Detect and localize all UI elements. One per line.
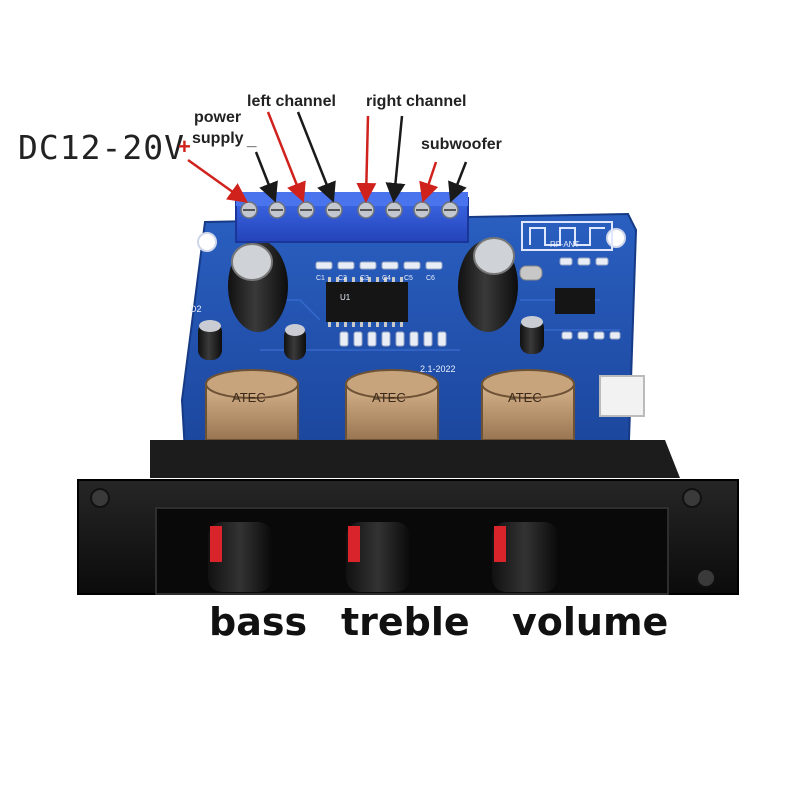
crystal (519, 265, 543, 281)
knob-brand: ATEC (372, 390, 406, 405)
treble-label: treble (341, 600, 470, 644)
diode-label: D2 (190, 304, 202, 314)
screw-hole-icon (90, 488, 110, 508)
cap-label-c4: C4 (382, 275, 391, 282)
cap-label-c3: C3 (360, 275, 369, 282)
callout-arrows (187, 111, 468, 203)
right-channel-label: right channel (366, 93, 467, 110)
knob-volume[interactable] (492, 522, 558, 592)
screw-hole-icon (682, 488, 702, 508)
capacitor-right (458, 237, 518, 332)
supply-label: supply (192, 130, 244, 147)
knob-brand: ATEC (232, 390, 266, 405)
cap-label-c1: C1 (316, 275, 325, 282)
bluetooth-ic (555, 288, 595, 314)
cap-label-c5: C5 (404, 275, 413, 282)
bass-label: bass (209, 600, 308, 644)
potentiometer-treble: ATEC (345, 369, 439, 441)
arrow-sub-minus (448, 161, 468, 203)
capacitor-left (228, 240, 288, 332)
power-label: power (194, 109, 242, 126)
arrow-left-plus (266, 111, 306, 203)
knob-brand: ATEC (508, 390, 542, 405)
amplifier-ic (326, 282, 408, 322)
screw-hole-icon (696, 568, 716, 588)
antenna-trace (521, 221, 613, 251)
left-channel-label: left channel (247, 93, 336, 110)
arrow-dc-minus (254, 151, 278, 203)
antenna-label: RF-ANT (550, 240, 579, 249)
plus-sign: + (178, 134, 191, 159)
arrow-right-plus (356, 115, 377, 203)
arrow-sub-plus (419, 161, 439, 203)
potentiometer-volume: ATEC (481, 369, 575, 441)
capacitor-small (198, 316, 544, 360)
voltage-label: DC12-20V (18, 128, 185, 167)
mount-hole-icon (197, 232, 217, 252)
volume-label: volume (512, 600, 669, 644)
knob-bass[interactable] (208, 522, 272, 592)
subwoofer-label: subwoofer (421, 136, 502, 153)
arrow-left-minus (296, 111, 336, 203)
ic-label: U1 (340, 293, 351, 302)
knob-treble[interactable] (346, 522, 410, 592)
model-text: 2.1-2022 (420, 364, 456, 374)
minus-sign: _ (247, 130, 257, 149)
potentiometer-bass: ATEC (205, 369, 299, 441)
arrow-dc-plus (187, 158, 249, 203)
mount-hole-icon (606, 228, 626, 248)
cap-label-c2: C2 (338, 275, 347, 282)
side-connector (599, 375, 645, 417)
screw-terminal-block (235, 192, 469, 243)
cap-label-c6: C6 (426, 275, 435, 282)
arrow-right-minus (385, 115, 406, 203)
